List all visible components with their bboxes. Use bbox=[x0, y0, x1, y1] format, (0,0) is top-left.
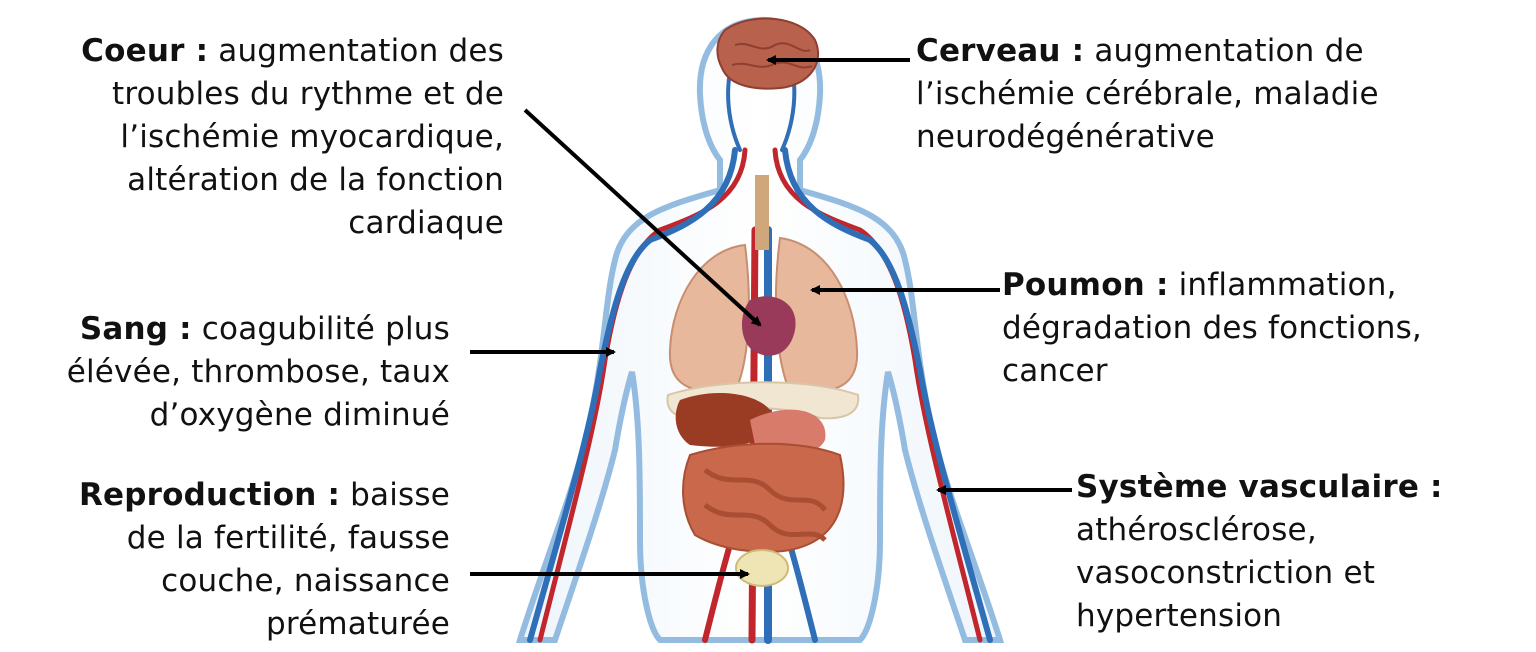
label-poumon-title: Poumon : bbox=[1002, 267, 1169, 303]
label-poumon-line: dégradation des fonctions, bbox=[1002, 310, 1422, 346]
intestines bbox=[682, 442, 845, 553]
label-cerveau-title: Cerveau : bbox=[916, 33, 1085, 69]
arrows bbox=[470, 55, 1072, 579]
label-vasculaire-line: athérosclérose, bbox=[1076, 512, 1317, 548]
organs bbox=[666, 17, 860, 587]
stomach bbox=[750, 409, 826, 454]
label-cerveau-line: neurodégénérative bbox=[916, 119, 1215, 155]
label-cerveau-line: l’ischémie cérébrale, maladie bbox=[916, 76, 1379, 112]
label-reproduction-line: prématurée bbox=[265, 606, 450, 642]
label-coeur-line: augmentation des bbox=[218, 33, 504, 69]
label-poumon: Poumon : inflammation, dégradation des f… bbox=[1002, 264, 1522, 393]
label-sang-line: coagubilité plus bbox=[201, 311, 450, 347]
label-poumon-line: inflammation, bbox=[1178, 267, 1397, 303]
label-sang-line: d’oxygène diminué bbox=[149, 397, 450, 433]
label-reproduction-line: couche, naissance bbox=[161, 563, 450, 599]
label-coeur-line: cardiaque bbox=[348, 205, 504, 241]
arrow-coeur bbox=[523, 108, 762, 327]
label-vasculaire: Système vasculaire : athérosclérose, vas… bbox=[1076, 466, 1526, 638]
label-reproduction-line: de la fertilité, fausse bbox=[126, 520, 450, 556]
label-poumon-line: cancer bbox=[1002, 353, 1108, 389]
label-vasculaire-title: Système vasculaire : bbox=[1076, 469, 1443, 505]
label-coeur-title: Coeur : bbox=[81, 33, 209, 69]
label-coeur-line: troubles du rythme et de bbox=[111, 76, 504, 112]
heart bbox=[741, 296, 796, 356]
label-cerveau-line: augmentation de bbox=[1094, 33, 1364, 69]
liver bbox=[675, 392, 775, 447]
label-coeur-line: l’ischémie myocardique, bbox=[120, 119, 504, 155]
bladder bbox=[735, 549, 789, 587]
brain bbox=[716, 17, 820, 90]
label-reproduction-title: Reproduction : bbox=[78, 477, 341, 513]
label-sang-title: Sang : bbox=[79, 311, 192, 347]
label-cerveau: Cerveau : augmentation de l’ischémie cér… bbox=[916, 30, 1516, 159]
label-sang-line: élévée, thrombose, taux bbox=[66, 354, 450, 390]
label-vasculaire-line: vasoconstriction et bbox=[1076, 555, 1376, 591]
label-reproduction-line: baisse bbox=[350, 477, 450, 513]
label-reproduction: Reproduction : baisse de la fertilité, f… bbox=[0, 474, 450, 646]
label-coeur-line: altération de la fonction bbox=[127, 162, 504, 198]
label-coeur: Coeur : augmentation des troubles du ryt… bbox=[10, 30, 504, 245]
label-sang: Sang : coagubilité plus élévée, thrombos… bbox=[0, 308, 450, 437]
label-vasculaire-line: hypertension bbox=[1076, 598, 1283, 634]
